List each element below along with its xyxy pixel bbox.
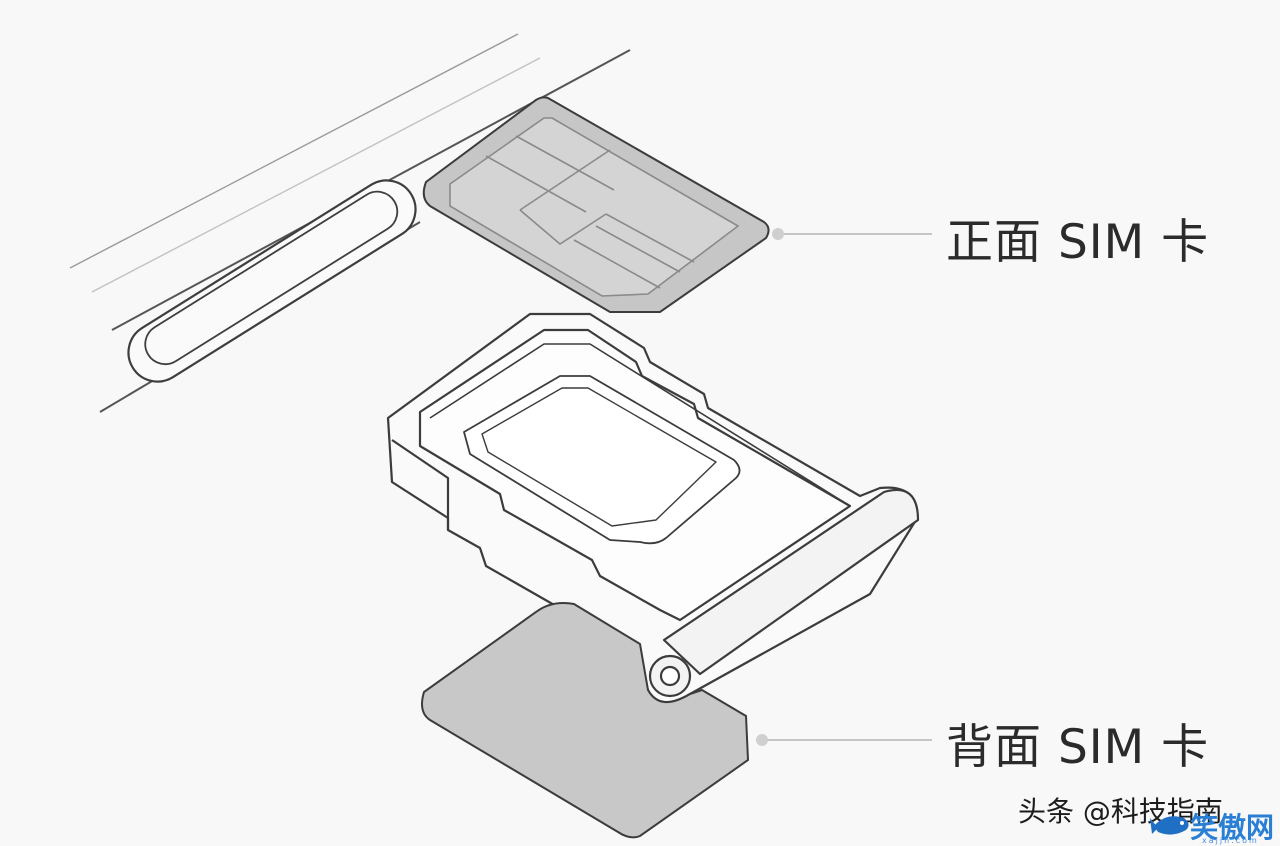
- callout-leaders: [756, 228, 932, 746]
- back-sim-label: 背面 SIM 卡: [946, 720, 1210, 775]
- site-logo-subtext: xajjn.com: [1202, 836, 1259, 845]
- front-sim-label: 正面 SIM 卡: [946, 215, 1210, 270]
- site-logo: 笑傲网 xajjn.com: [1150, 806, 1275, 845]
- fish-logo-icon: [1150, 816, 1189, 835]
- sim-tray: [386, 312, 920, 704]
- site-logo-text: 笑傲网: [1190, 811, 1275, 844]
- watermark-text: 头条 @科技指南: [1018, 795, 1223, 828]
- back-sim-card: [421, 602, 750, 839]
- phone-sim-slot: [127, 179, 417, 383]
- front-sim-card: [422, 96, 770, 313]
